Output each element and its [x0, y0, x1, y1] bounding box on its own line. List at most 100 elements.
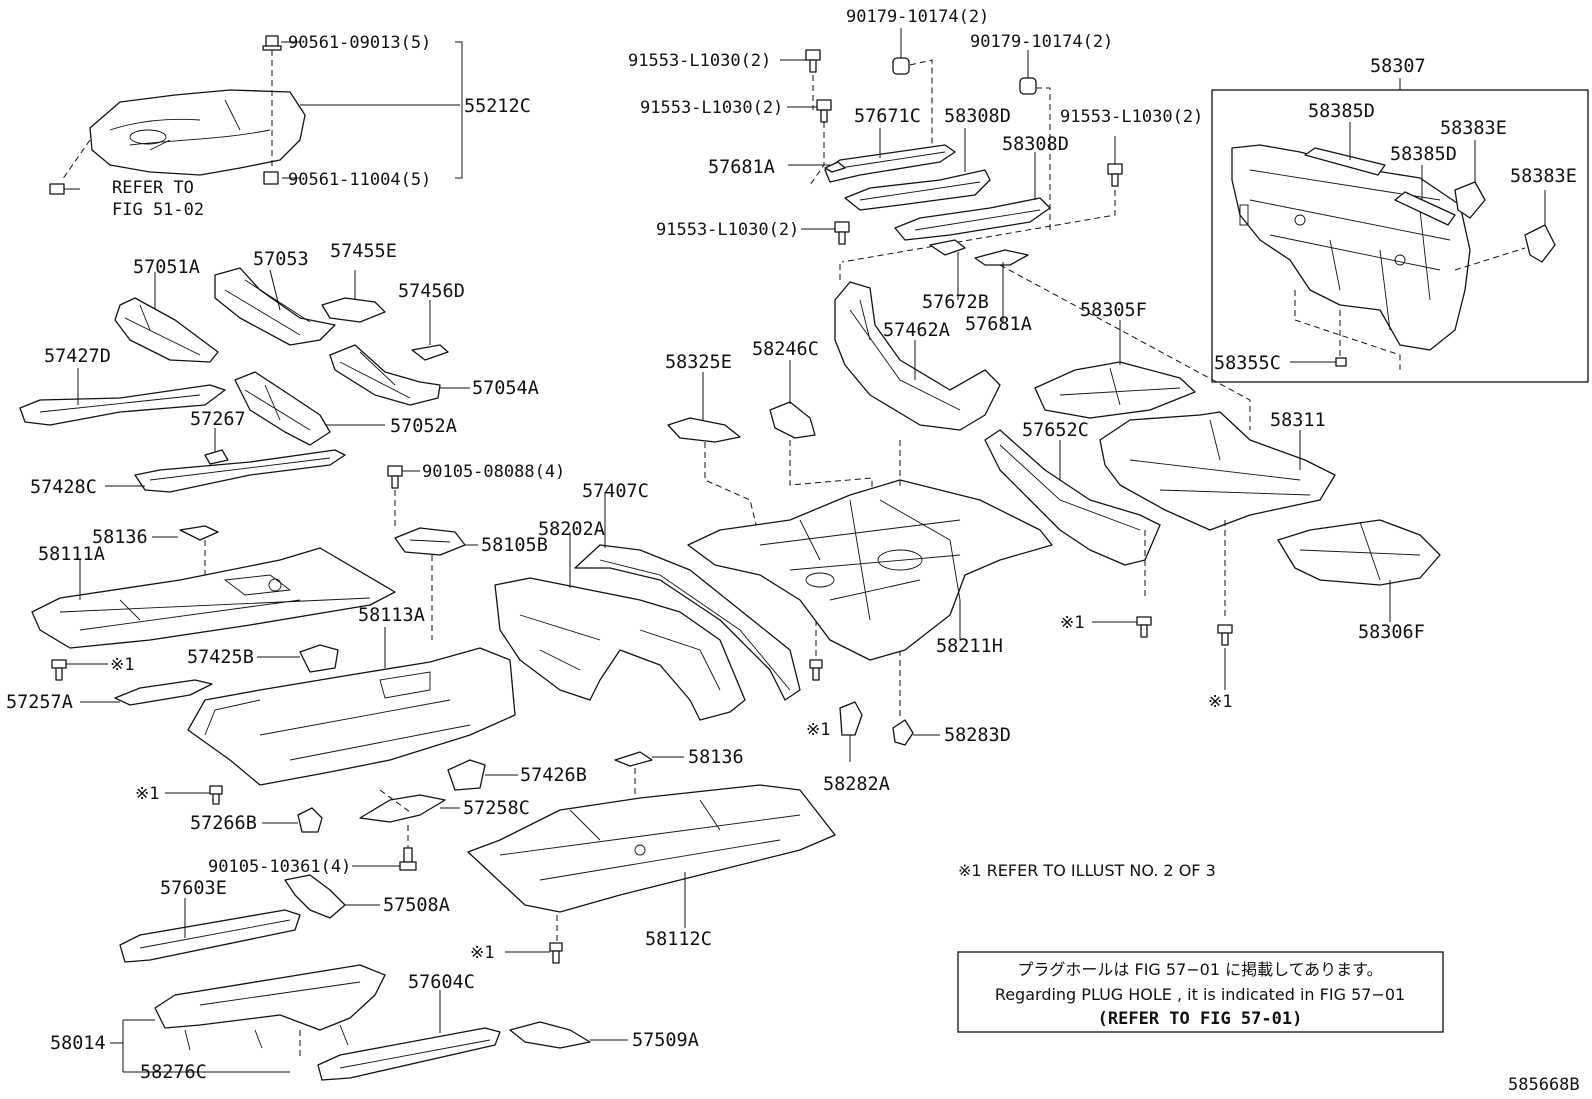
label-57267: 57267	[190, 409, 246, 430]
bolt-x1-e	[1136, 616, 1152, 638]
label-58311: 58311	[1270, 410, 1326, 431]
label-58305F: 58305F	[1080, 300, 1147, 321]
part-58306F-shape	[1277, 519, 1441, 586]
bolt-90561-09013	[262, 35, 282, 51]
label-fig-51-02: FIG 51-02	[112, 200, 204, 220]
part-57681A-lower-shape	[974, 249, 1029, 266]
bolt-91553-d	[834, 221, 850, 245]
label-58111A: 58111A	[38, 544, 105, 565]
bolt-91553-b	[816, 99, 832, 123]
plug-hole-note-box	[957, 951, 1444, 1033]
bolt-90105-10361	[399, 847, 417, 871]
label-57672B: 57672B	[922, 292, 989, 313]
part-58111A-shape	[31, 547, 396, 649]
part-57428C-shape	[134, 449, 346, 493]
label-x1-b: ※1	[135, 784, 159, 804]
label-58113A: 58113A	[358, 605, 425, 626]
label-58308D-upper: 58308D	[944, 106, 1011, 127]
part-58385D-lower-shape	[1394, 191, 1456, 226]
label-58308D-lower: 58308D	[1002, 134, 1069, 155]
label-57508A: 57508A	[383, 895, 450, 916]
part-58112C-shape	[467, 784, 836, 913]
label-57053: 57053	[253, 249, 309, 270]
part-58325E-shape	[667, 417, 741, 443]
part-58136-upper-shape	[179, 525, 219, 541]
part-57267-shape	[204, 449, 229, 465]
bolt-x1-f	[1217, 624, 1233, 646]
part-57052A-shape	[234, 371, 331, 446]
label-57603E: 57603E	[160, 878, 227, 899]
part-57672B-shape	[929, 239, 966, 256]
label-90179-a: 90179-10174(2)	[846, 7, 989, 27]
label-90179-b: 90179-10174(2)	[970, 32, 1113, 52]
part-58355C-shape	[1335, 357, 1347, 367]
label-57427D: 57427D	[44, 346, 111, 367]
label-refer-to: REFER TO	[112, 178, 194, 198]
nut-90179-a	[892, 57, 910, 75]
note-plug-ref: (REFER TO FIG 57-01)	[1098, 1009, 1303, 1029]
label-57456D: 57456D	[398, 281, 465, 302]
label-58136-lower: 58136	[688, 747, 744, 768]
label-90105-08088: 90105-08088(4)	[422, 462, 565, 482]
label-90105-10361: 90105-10361(4)	[208, 857, 351, 877]
label-57681A-lower: 57681A	[965, 314, 1032, 335]
part-57407C-shape	[574, 544, 801, 701]
part-58014-shape	[154, 964, 386, 1051]
label-58246C: 58246C	[752, 339, 819, 360]
label-58136-upper: 58136	[92, 527, 148, 548]
label-55212C: 55212C	[464, 96, 531, 117]
part-58246C-shape	[769, 401, 816, 439]
part-58136-lower-shape	[614, 751, 653, 767]
part-58283D-shape	[892, 719, 914, 746]
part-58282A-shape	[839, 701, 863, 736]
part-57426B-shape	[447, 759, 486, 791]
part-57456D-shape	[411, 344, 449, 361]
bolt-center-x1-d	[809, 659, 823, 681]
part-58383E-lower-shape	[1524, 224, 1556, 263]
label-57257A: 57257A	[6, 692, 73, 713]
diagram-code: 585668B	[1508, 1075, 1580, 1095]
part-58113A-shape	[187, 647, 516, 786]
part-58307-panel-shape	[1231, 144, 1471, 351]
label-57266B: 57266B	[190, 813, 257, 834]
label-58105B: 58105B	[481, 535, 548, 556]
bolt-x1-c	[549, 942, 563, 964]
bolt-91553-c	[1107, 163, 1123, 187]
part-58211H-shape	[687, 479, 1053, 661]
part-57603E-shape	[119, 909, 301, 963]
bolt-refer-51-02	[49, 183, 80, 195]
label-58014: 58014	[50, 1033, 106, 1054]
part-57604C-shape	[317, 1027, 501, 1081]
part-58308D-upper-shape	[844, 169, 991, 211]
label-57054A: 57054A	[472, 378, 539, 399]
label-58383E-lower: 58383E	[1510, 166, 1577, 187]
part-58308D-lower-shape	[894, 197, 1051, 241]
label-58385D-upper: 58385D	[1308, 101, 1375, 122]
part-58311-shape	[1099, 411, 1336, 531]
label-58282A: 58282A	[823, 774, 890, 795]
part-57425B-shape	[299, 644, 339, 673]
part-57266B-shape	[297, 807, 323, 833]
label-58385D-lower: 58385D	[1390, 144, 1457, 165]
part-58385D-upper-shape	[1304, 147, 1386, 176]
label-x1-f: ※1	[1208, 692, 1232, 712]
label-57455E: 57455E	[330, 241, 397, 262]
part-57681A-upper-shape	[824, 161, 846, 173]
part-57053-shape	[214, 267, 336, 346]
label-57681A-upper: 57681A	[708, 157, 775, 178]
label-58355C: 58355C	[1214, 353, 1281, 374]
part-57462A-shape	[834, 281, 1001, 431]
label-x1-a: ※1	[110, 655, 134, 675]
label-90561-11004: 90561-11004(5)	[288, 170, 431, 190]
label-58383E-upper: 58383E	[1440, 118, 1507, 139]
label-58307: 58307	[1370, 56, 1426, 77]
label-91553-d: 91553-L1030(2)	[656, 220, 799, 240]
note-plug-en: Regarding PLUG HOLE , it is indicated in…	[995, 985, 1405, 1004]
part-57508A-shape	[284, 874, 346, 919]
part-58383E-upper-shape	[1454, 181, 1486, 219]
part-55212C-shape	[89, 89, 306, 176]
label-58283D: 58283D	[944, 725, 1011, 746]
part-57054A-shape	[329, 344, 441, 406]
label-57051A: 57051A	[133, 257, 200, 278]
